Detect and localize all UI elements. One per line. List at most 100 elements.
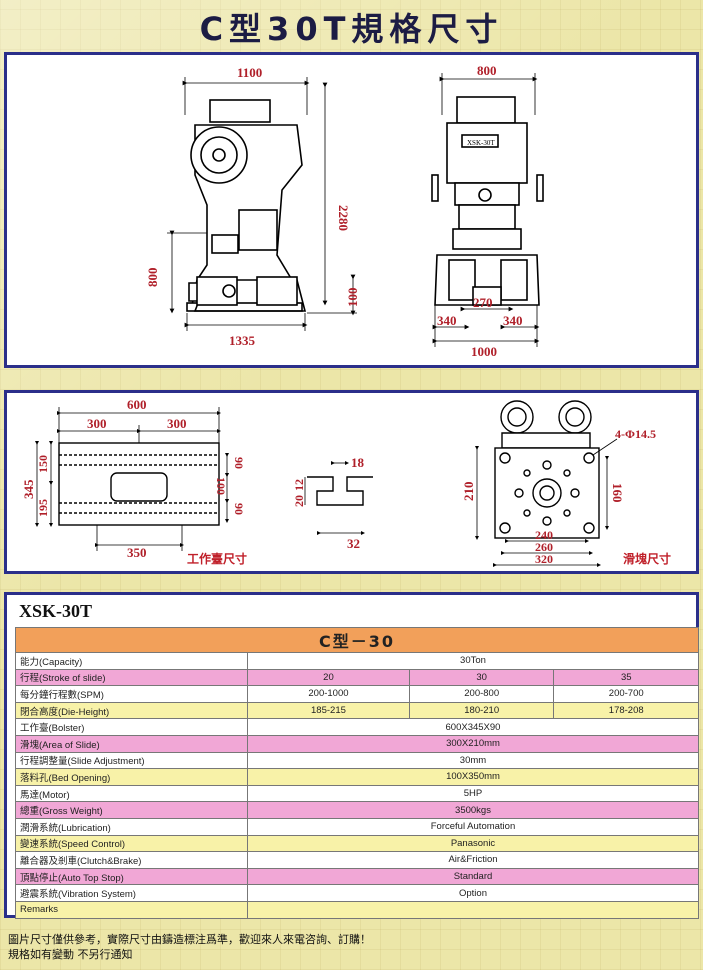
bolster-dims <box>35 407 229 551</box>
side-right-foot-label: 340 <box>503 313 523 328</box>
slide-caption: 滑塊尺寸 <box>623 551 671 566</box>
spec-label: 閉合高度(Die-Height) <box>15 701 248 720</box>
table-row: 變速系統(Speed Control)Panasonic <box>15 834 699 853</box>
spec-value: 30mm <box>247 751 699 770</box>
side-inner-base-label: 270 <box>473 295 493 310</box>
slide-height-label: 210 <box>461 482 476 502</box>
bolster-half-left-label: 300 <box>87 416 107 431</box>
bolster-slot-a-label: 90 <box>232 457 246 469</box>
spec-value: 300X210mm <box>247 734 699 753</box>
spec-value: 35 <box>553 668 699 687</box>
spec-value: 185-215 <box>247 701 410 720</box>
spec-value: Option <box>247 884 699 902</box>
spec-label: 避震系統(Vibration System) <box>15 884 248 902</box>
front-height-base-label: 100 <box>345 288 360 308</box>
spec-label: 頂點停止(Auto Top Stop) <box>15 867 248 886</box>
spec-value: 30 <box>408 668 555 687</box>
spec-value: Forceful Automation <box>247 817 699 836</box>
side-width-top-label: 800 <box>477 63 497 78</box>
spec-value: Panasonic <box>247 834 699 853</box>
bolster-slide-drawings: 600 300 300 345 150 195 90 100 90 350 工作… <box>21 397 671 567</box>
t-slot-height-b-label: 20 <box>292 495 306 507</box>
spec-label: 變速系統(Speed Control) <box>15 834 248 853</box>
table-row: 總重(Gross Weight)3500kgs <box>15 801 699 819</box>
front-width-base-label: 1335 <box>229 333 256 348</box>
machine-drawings: 1100 2280 800 100 1335 XSK-30T <box>145 63 544 359</box>
spec-label: 每分鐘行程數(SPM) <box>15 685 248 703</box>
spec-value: 200-700 <box>553 685 699 703</box>
spec-label: 落料孔(Bed Opening) <box>15 768 248 786</box>
spec-label: 馬達(Motor) <box>15 784 248 803</box>
table-row: 能力(Capacity)30Ton <box>15 652 699 670</box>
t-slot-bottom-label: 32 <box>347 536 360 551</box>
side-view-dims <box>432 73 540 347</box>
side-view-drawing <box>431 96 544 306</box>
side-left-foot-label: 340 <box>437 313 457 328</box>
spec-value: 200-800 <box>408 685 555 703</box>
spec-value: 600X345X90 <box>247 718 699 736</box>
spec-value: 20 <box>247 668 410 687</box>
spec-label: Remarks <box>15 900 248 919</box>
t-slot-top-label: 18 <box>351 455 365 470</box>
table-row: 行程調整量(Slide Adjustment)30mm <box>15 751 699 770</box>
t-slot-dims <box>304 461 365 535</box>
spec-label: 工作臺(Bolster) <box>15 718 248 736</box>
spec-table-header-row: C型－30 <box>15 627 699 653</box>
spec-value <box>247 900 699 919</box>
model-label: XSK-30T <box>19 601 93 621</box>
table-row: 馬達(Motor)5HP <box>15 784 699 803</box>
bolster-top-part-label: 150 <box>36 455 50 473</box>
table-row: 工作臺(Bolster)600X345X90 <box>15 718 699 736</box>
slide-w3-label: 320 <box>535 552 553 566</box>
bolster-half-right-label: 300 <box>167 416 187 431</box>
table-row: 落料孔(Bed Opening)100X350mm <box>15 768 699 786</box>
bolster-bottom-part-label: 195 <box>36 499 50 517</box>
spec-label: 能力(Capacity) <box>15 652 248 670</box>
slide-inner-height-label: 160 <box>610 483 625 503</box>
bolster-drawing <box>58 442 220 526</box>
table-row: 離合器及剎車(Clutch&Brake)Air&Friction <box>15 851 699 869</box>
front-view-dims <box>167 77 357 331</box>
bolster-hole-width-label: 350 <box>127 545 147 560</box>
slide-w1-label: 240 <box>535 528 553 542</box>
side-width-base-label: 1000 <box>471 344 497 359</box>
bolster-depth-label: 345 <box>21 479 36 499</box>
machine-dimensions-panel: 1100 2280 800 100 1335 XSK-30T <box>4 52 699 368</box>
spec-value: 200-1000 <box>247 685 410 703</box>
bolster-slot-c-label: 90 <box>232 503 246 515</box>
spec-label: 行程調整量(Slide Adjustment) <box>15 751 248 770</box>
spec-label: 滑塊(Area of Slide) <box>15 734 248 753</box>
bolster-slot-b-label: 100 <box>214 477 228 495</box>
spec-value: Standard <box>247 867 699 886</box>
spec-value: 100X350mm <box>247 768 699 786</box>
footer-line-1: 圖片尺寸僅供參考，實際尺寸由鑄造標注爲準，歡迎來人來電咨詢、訂購！ <box>8 933 371 946</box>
table-row: 滑塊(Area of Slide)300X210mm <box>15 734 699 753</box>
spec-label: 潤滑系統(Lubrication) <box>15 817 248 836</box>
spec-value: 3500kgs <box>247 801 699 819</box>
spec-value: 30Ton <box>247 652 699 670</box>
machine-plate-label: XSK-30T <box>467 139 495 147</box>
slide-dims <box>475 438 618 567</box>
spec-value: 5HP <box>247 784 699 803</box>
t-slot-drawing <box>307 476 373 506</box>
table-row: 頂點停止(Auto Top Stop)Standard <box>15 867 699 886</box>
bolster-width-label: 600 <box>127 397 147 412</box>
footer-line-2: 規格如有變動 不另行通知 <box>8 948 133 961</box>
table-row: 避震系統(Vibration System)Option <box>15 884 699 902</box>
slide-drawing <box>494 400 600 539</box>
slide-w2-label: 260 <box>535 540 553 554</box>
front-height-total-label: 2280 <box>336 205 351 231</box>
spec-value: Air&Friction <box>247 851 699 869</box>
spec-label: 離合器及剎車(Clutch&Brake) <box>15 851 248 869</box>
slide-holes-label: 4-Φ14.5 <box>615 427 656 441</box>
spec-value: 180-210 <box>408 701 555 720</box>
t-slot-height-a-label: 12 <box>292 479 306 491</box>
front-view-drawing <box>186 99 307 312</box>
spec-value: 178-208 <box>553 701 699 720</box>
page-title: C型30T規格尺寸 <box>199 10 504 48</box>
